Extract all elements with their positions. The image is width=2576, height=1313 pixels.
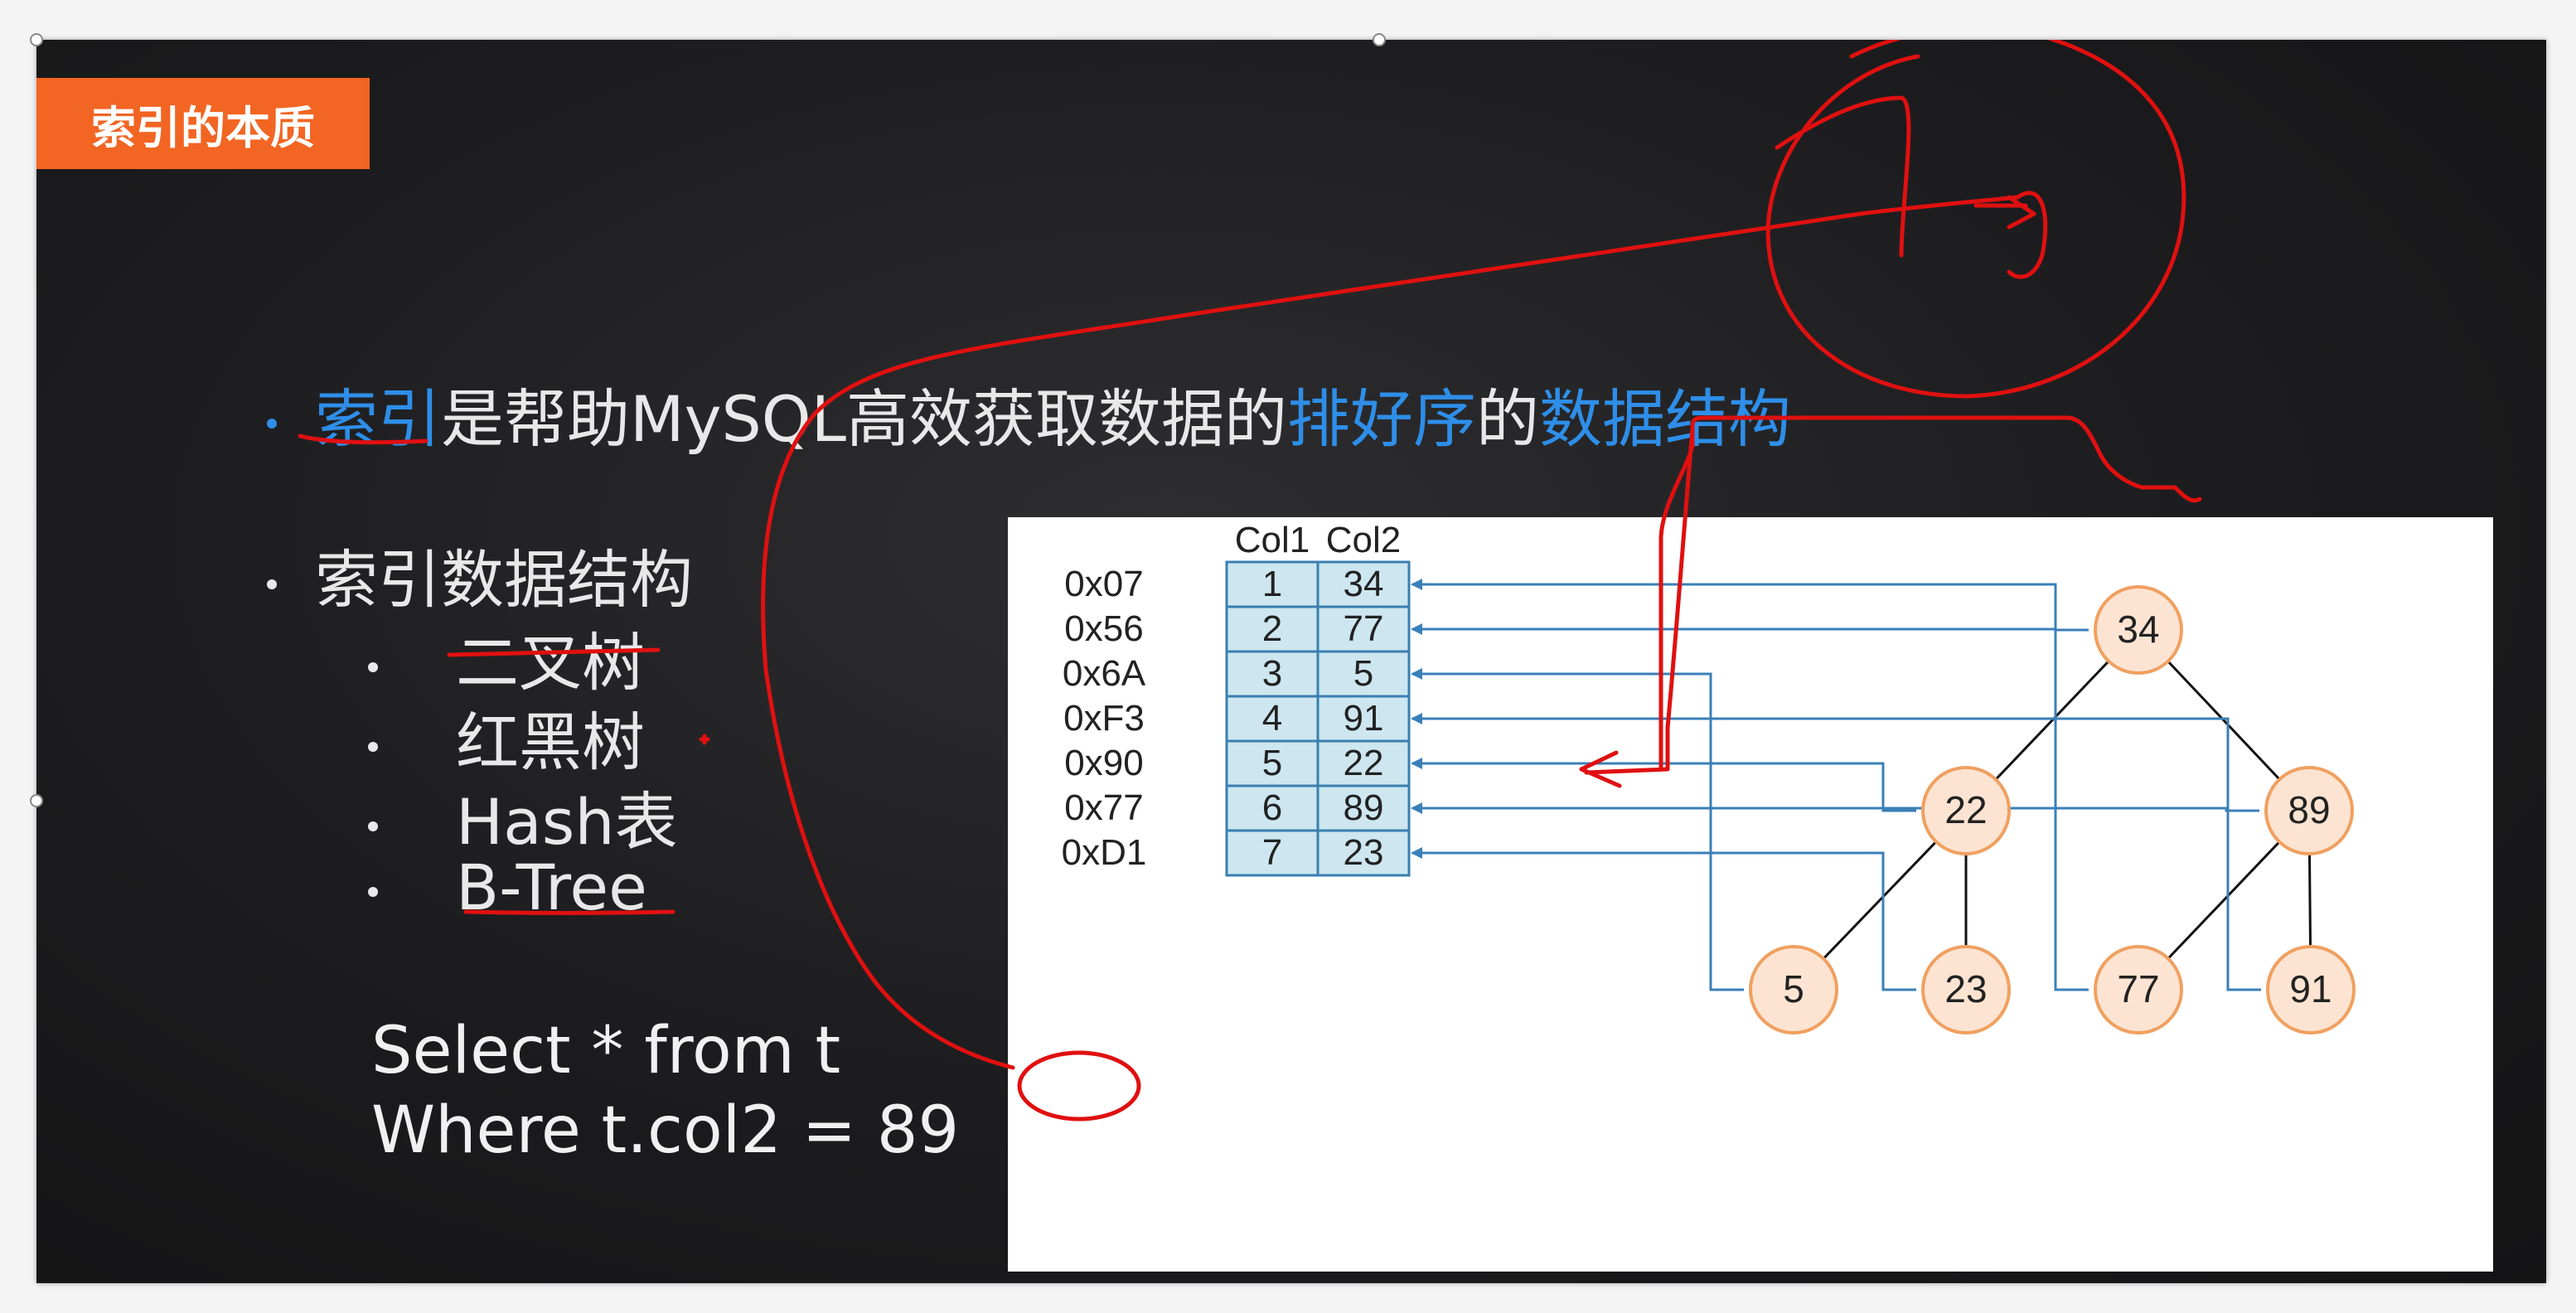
- tree-node-value: 77: [2117, 967, 2159, 1010]
- bullet-dot-icon: [368, 662, 378, 672]
- row-address: 0xD1: [1062, 832, 1147, 873]
- node-pointer-line: [1412, 762, 1916, 812]
- arrow-head-annotation: [2007, 191, 2048, 279]
- slide-title: 索引的本质: [36, 78, 370, 169]
- sql-example: Select * from t Where t.col2 = 89: [371, 1011, 959, 1170]
- column-header: Col2: [1326, 520, 1402, 560]
- cell-value: 22: [1344, 743, 1384, 783]
- sub-item-label: B-Tree: [456, 850, 647, 924]
- sub-item-label: Hash表: [456, 785, 678, 859]
- sub-item-label: 红黑树: [456, 705, 645, 779]
- resize-handle[interactable]: [30, 794, 43, 807]
- cell-value: 91: [1344, 698, 1384, 739]
- tree-node-value: 89: [2288, 788, 2330, 831]
- pointer-arrow-icon: [1411, 713, 1422, 724]
- sub-item-hash: Hash表: [368, 771, 677, 862]
- bullet-dot-icon: [368, 821, 378, 831]
- circle-annotation: [1765, 40, 2186, 399]
- node-pointer-line: [1412, 807, 2259, 812]
- tree-node: [2264, 766, 2354, 855]
- pointer-arrow-icon: [1411, 623, 1422, 635]
- cell-value: 7: [1262, 832, 1282, 873]
- sub-item-binary-tree: 二叉树: [368, 612, 645, 703]
- tree-node-value: 22: [1944, 788, 1987, 831]
- pointer-arrow-icon: [1411, 579, 1422, 590]
- row-address: 0xF3: [1063, 698, 1145, 739]
- binary-tree: 34 22 89 5 23 77 91: [1749, 585, 2356, 1034]
- structures-heading: 索引数据结构: [315, 543, 693, 617]
- index-diagram: Col1 Col2 0x07 1 34 0x56 2 77 0x6A 3 5 0xF3 4 91 0x90 5…: [1008, 517, 2493, 1272]
- arrow-tip-annotation: [1973, 195, 2036, 230]
- cell-value: 2: [1262, 608, 1282, 649]
- arrow-stroke-annotation: [1775, 95, 1911, 258]
- bullet-dot-icon: [267, 579, 277, 589]
- sub-item-red-black-tree: 红黑树: [368, 691, 645, 782]
- tree-node: [2266, 945, 2356, 1034]
- index-diagram-svg: Col1 Col2 0x07 1 34 0x56 2 77 0x6A 3 5 0xF3 4 91 0x90 5…: [1062, 520, 2356, 1034]
- plus-mark-annotation: [699, 734, 710, 745]
- pointer-arrow-icon: [1411, 668, 1422, 680]
- cell-value: 6: [1262, 787, 1282, 828]
- cell-value: 89: [1344, 787, 1384, 828]
- pointer-arrow-icon: [1411, 802, 1422, 814]
- bullet-dot-icon: [368, 887, 378, 897]
- tree-node-value: 23: [1944, 967, 1987, 1010]
- definition-connector: 的: [1475, 382, 1539, 456]
- index-table: Col1 Col2 0x07 1 34 0x56 2 77 0x6A 3 5 0xF3 4 91 0x90 5…: [1062, 520, 1411, 877]
- cell-value: 23: [1344, 832, 1384, 873]
- sub-item-btree: B-Tree: [368, 850, 647, 924]
- row-address: 0x07: [1064, 564, 1143, 604]
- term-index: 索引: [315, 382, 441, 456]
- bullet-dot-icon: [267, 419, 277, 429]
- cell-value: 4: [1262, 698, 1282, 739]
- resize-handle[interactable]: [30, 33, 43, 46]
- sql-line-where: Where t.col2 = 89: [371, 1093, 960, 1168]
- slide: 索引的本质 索引是帮助MySQL高效获取数据的排好序的数据结构 索引数据结构 二…: [36, 40, 2546, 1283]
- definition-text: 是帮助MySQL高效获取数据的: [441, 382, 1287, 456]
- row-address: 0x56: [1064, 608, 1143, 649]
- tree-node-value: 91: [2289, 967, 2331, 1010]
- tree-node-value: 5: [1783, 967, 1804, 1010]
- bullet-dot-icon: [368, 742, 378, 752]
- node-pointer-line: [1412, 851, 1916, 991]
- row-address: 0x90: [1064, 743, 1143, 783]
- cell-value: 77: [1344, 608, 1384, 649]
- tree-node: [2094, 945, 2183, 1034]
- row-address: 0x6A: [1063, 653, 1146, 694]
- cell-value: 1: [1262, 564, 1282, 604]
- column-header: Col1: [1235, 520, 1310, 560]
- term-data-structure: 数据结构: [1538, 382, 1791, 456]
- node-pointer-line: [1412, 583, 2089, 632]
- sub-item-label: 二叉树: [456, 626, 645, 700]
- cell-value: 5: [1262, 743, 1282, 783]
- cell-value: 34: [1344, 564, 1384, 604]
- term-sorted: 排好序: [1286, 382, 1476, 456]
- pointer-arrow-icon: [1411, 758, 1422, 769]
- cell-value: 3: [1262, 653, 1282, 694]
- pointer-arrow-icon: [1411, 847, 1422, 859]
- tree-node-value: 34: [2117, 608, 2159, 651]
- bullet-definition: 索引是帮助MySQL高效获取数据的排好序的数据结构: [267, 368, 1791, 459]
- row-address: 0x77: [1064, 787, 1143, 828]
- bullet-structures: 索引数据结构: [267, 529, 693, 620]
- sql-line-select: Select * from t: [371, 1014, 841, 1088]
- resize-handle[interactable]: [1373, 33, 1386, 46]
- cell-value: 5: [1353, 653, 1373, 694]
- node-pointer-line: [1412, 672, 1744, 991]
